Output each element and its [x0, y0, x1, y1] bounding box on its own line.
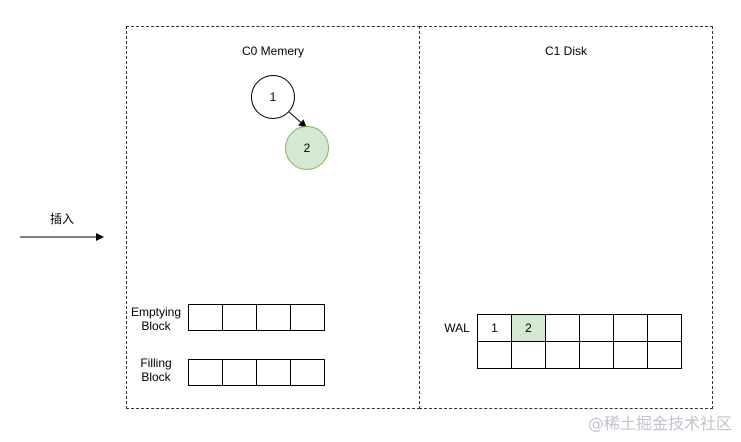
- wal-cell: [579, 314, 614, 342]
- emptying-cell: [222, 304, 257, 331]
- c0-title: C0 Memery: [241, 44, 304, 58]
- filling-cell: [188, 359, 223, 386]
- filling-label-line2: Block: [141, 370, 171, 384]
- wal-cell: [545, 314, 580, 342]
- c1-title: C1 Disk: [544, 44, 587, 58]
- edge-node1-node2: [287, 110, 307, 128]
- tree-node-2: 2: [285, 126, 329, 170]
- tree-node-1: 1: [251, 75, 295, 119]
- emptying-label-line2: Block: [141, 319, 171, 333]
- filling-cell: [256, 359, 291, 386]
- c1-disk-panel: [419, 26, 713, 409]
- wal-cell: [613, 314, 648, 342]
- filling-cell: [290, 359, 325, 386]
- emptying-cell: [188, 304, 223, 331]
- wal-cell: [647, 314, 682, 342]
- wal-cell: [545, 341, 580, 369]
- emptying-block-label: Emptying Block: [126, 305, 186, 333]
- wal-cell: 2: [511, 314, 546, 342]
- emptying-label-line1: Emptying: [130, 305, 182, 319]
- wal-cell: 1: [477, 314, 512, 342]
- filling-block-label: Filling Block: [126, 356, 186, 384]
- emptying-cell: [290, 304, 325, 331]
- wal-cell: [511, 341, 546, 369]
- filling-label-line1: Filling: [140, 356, 172, 370]
- filling-cell: [222, 359, 257, 386]
- wal-cell: [579, 341, 614, 369]
- wal-cell: [613, 341, 648, 369]
- emptying-cell: [256, 304, 291, 331]
- wal-label: WAL: [444, 321, 470, 335]
- wal-cell: [647, 341, 682, 369]
- wal-cell: [477, 341, 512, 369]
- watermark-text: @稀土掘金技术社区: [588, 414, 733, 433]
- insert-label: 插入: [49, 212, 74, 226]
